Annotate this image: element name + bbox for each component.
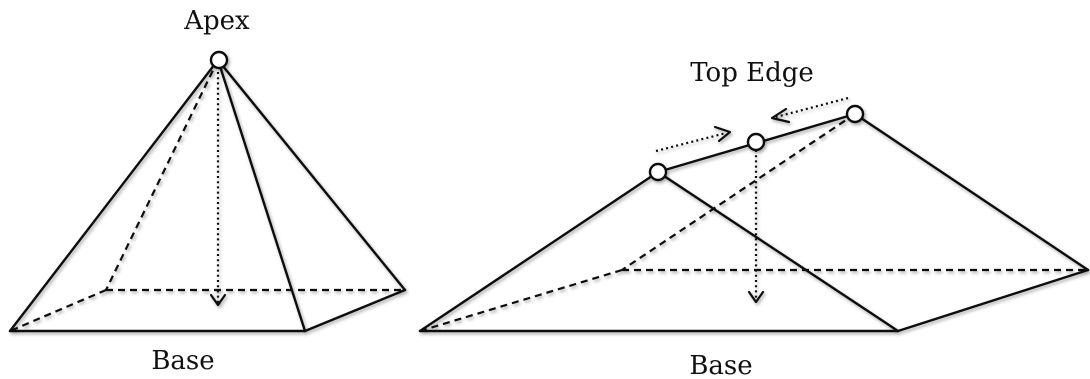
wedge-base-right <box>896 268 1090 333</box>
pyramid-edge-front-left <box>8 58 220 333</box>
top-edge-arrow-left <box>655 131 727 153</box>
top-edge-left-vertex <box>648 162 668 182</box>
pyramid-figure <box>8 50 407 333</box>
wedge-edge-front-right <box>656 170 900 333</box>
apex-vertex <box>209 50 229 70</box>
pyramid-hidden-edge-back-left <box>105 59 219 291</box>
wedge-edge-front-left <box>418 170 660 333</box>
pyramid-edge-back-right <box>216 58 407 292</box>
top-edge-arrow-right-head <box>770 107 791 124</box>
pyramid-base-right <box>303 288 407 333</box>
wedge-figure <box>418 96 1090 333</box>
wedge-base-label: Base <box>689 351 752 379</box>
pyramid-edge-front-right <box>216 58 307 333</box>
wedge-altitude-arrowhead <box>747 290 765 304</box>
top-edge-mid-vertex <box>746 132 766 152</box>
wedge-hidden-back-left-slope <box>621 113 856 271</box>
wedge-edge-back-right <box>853 112 1090 272</box>
pyramid-base-label: Base <box>151 346 214 376</box>
top-edge-arrow-right <box>775 96 849 119</box>
pyramid-hidden-base-left <box>9 288 107 333</box>
wedge-hidden-base-left <box>419 268 623 333</box>
top-edge-right-vertex <box>845 104 865 124</box>
pyramid-altitude-arrowhead <box>209 293 227 307</box>
top-edge-arrow-left-head <box>713 125 732 143</box>
top-edge-label: Top Edge <box>690 58 814 88</box>
apex-label: Apex <box>183 6 250 36</box>
